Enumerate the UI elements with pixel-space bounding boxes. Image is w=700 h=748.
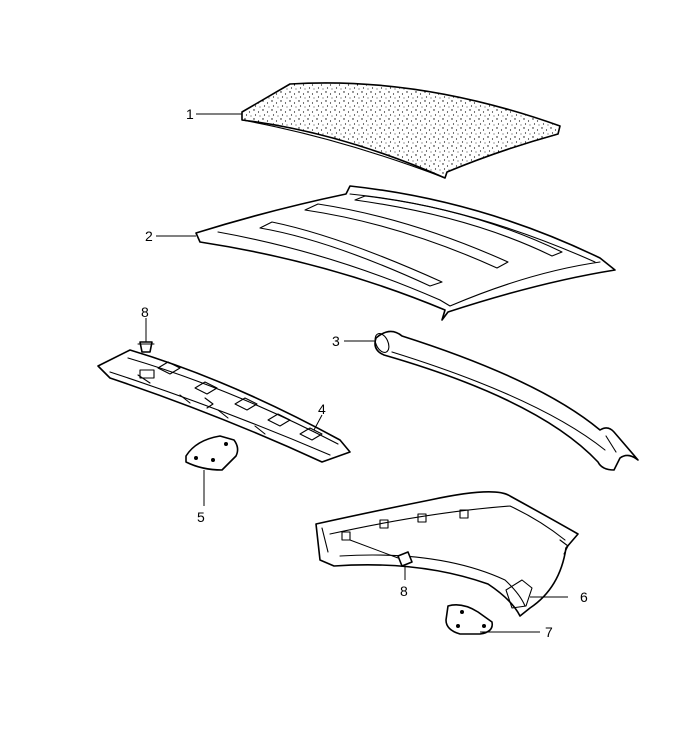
callout-5-label: 5 (197, 509, 205, 525)
callout-3-label: 3 (332, 333, 340, 349)
clip-fastener-icon (137, 318, 155, 353)
callout-2: 2 (145, 228, 196, 244)
callout-4-label: 4 (318, 401, 326, 417)
callout-8b-label: 8 (400, 583, 408, 599)
clip-fastener-icon (349, 539, 413, 580)
callout-3: 3 (332, 333, 376, 349)
callout-1-label: 1 (186, 106, 194, 122)
mounting-plate-icon (445, 604, 540, 635)
callout-6-label: 6 (580, 589, 588, 605)
roof-headliner-panel-icon (195, 185, 616, 321)
side-roof-trim-panel-icon (315, 491, 579, 617)
roof-frame-trim-strip-icon (374, 330, 639, 471)
callout-1: 1 (186, 106, 242, 122)
callout-7-label: 7 (545, 624, 553, 640)
callout-6: 6 (530, 589, 588, 605)
callout-8a-label: 8 (141, 304, 149, 320)
roof-insulation-mat-icon (241, 82, 561, 179)
front-roof-bow-trim-icon (97, 349, 351, 463)
callout-2-label: 2 (145, 228, 153, 244)
bracket-plate-icon (185, 435, 239, 506)
callout-4: 4 (313, 401, 326, 431)
